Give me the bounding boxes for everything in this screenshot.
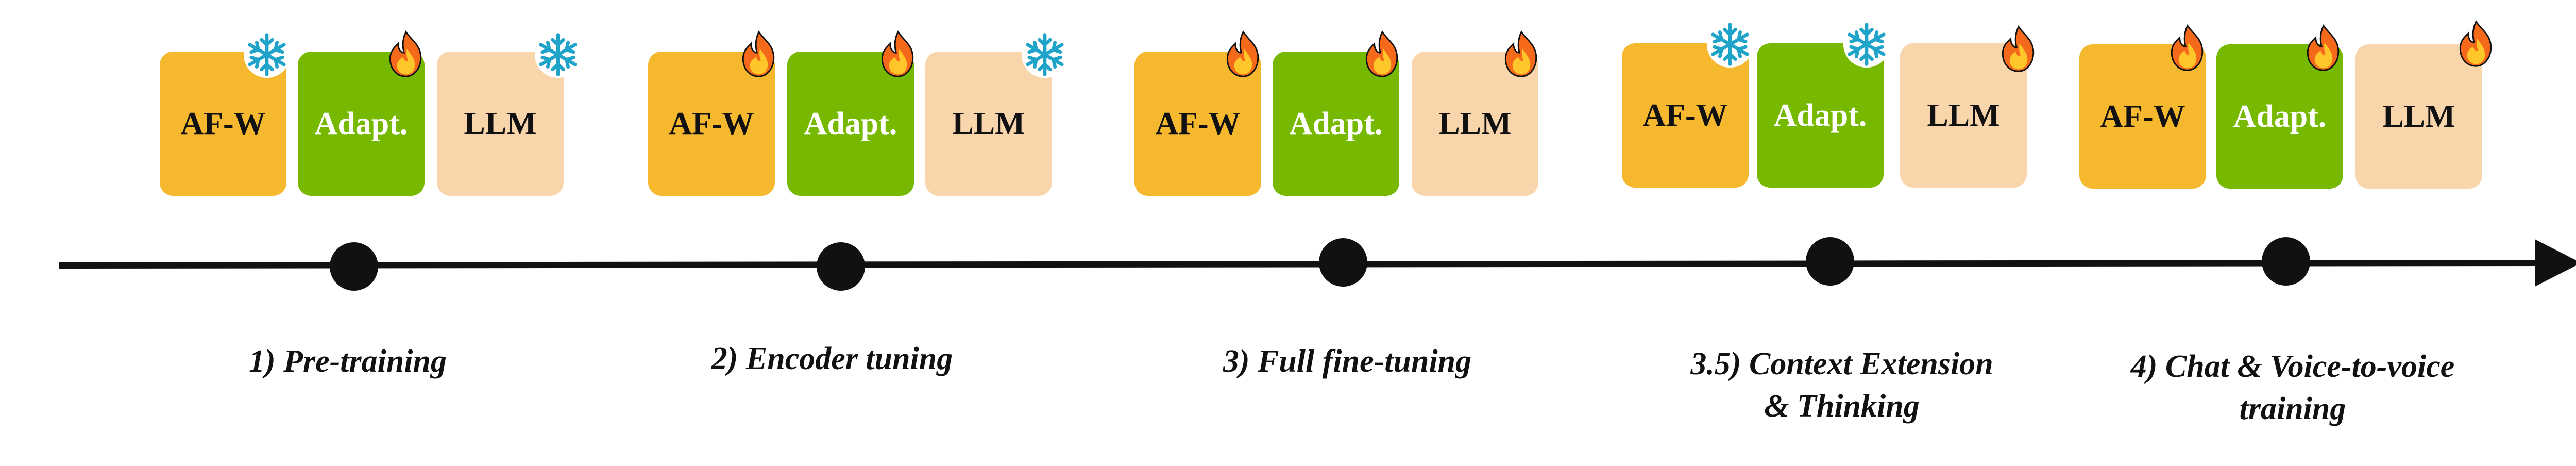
fire-icon (2299, 24, 2348, 73)
fire-icon (2451, 20, 2501, 69)
stage-1-adapter-label: Adapt. (314, 106, 408, 141)
stage-3-llm-label: LLM (1438, 106, 1512, 141)
fire-icon (1358, 30, 1407, 79)
fire-icon (2163, 24, 2212, 73)
stage-3-timeline-marker (1319, 238, 1367, 287)
snowflake-icon (1705, 20, 1755, 69)
stage-2-adapter-label: Adapt. (804, 106, 897, 141)
stage-3-5-adapter-label: Adapt. (1773, 97, 1867, 133)
stage-3-5-timeline-marker (1806, 237, 1854, 286)
stage-1-label: 1) Pre-training (248, 344, 447, 379)
stage-1-timeline-marker (330, 242, 378, 291)
stage-2-llm-box: LLM (925, 52, 1052, 196)
fire-icon (381, 30, 431, 79)
stage-1-llm-label: LLM (464, 106, 537, 141)
stage-3-adapter-label: Adapt. (1289, 106, 1383, 141)
stage-1-af-w-label: AF-W (180, 106, 266, 141)
stage-4-timeline-marker (2262, 237, 2310, 286)
stage-2-llm-label: LLM (952, 106, 1025, 141)
fire-icon (1218, 30, 1268, 79)
snowflake-icon (1020, 30, 1070, 79)
stage-2-af-w-box: AF-W (648, 52, 775, 196)
snowflake-icon (533, 30, 583, 79)
stage-4-adapter-label: Adapt. (2233, 98, 2327, 134)
stage-4-af-w-label: AF-W (2100, 98, 2185, 134)
timeline-line (59, 260, 2551, 269)
stage-3-5-adapter-box: Adapt. (1757, 43, 1884, 188)
stage-3-5-af-w-label: AF-W (1642, 97, 1728, 133)
stage-2-timeline-marker (817, 242, 865, 291)
stage-3-5-llm-label: LLM (1927, 97, 2000, 133)
stage-2-af-w-label: AF-W (669, 106, 754, 141)
stage-1-llm-box: LLM (437, 52, 564, 196)
stage-2-label: 2) Encoder tuning (711, 341, 953, 376)
stage-2-adapter-box: Adapt. (787, 52, 914, 196)
stage-3-5-label: 3.5) Context Extension & Thinking (1690, 346, 1993, 424)
stage-3-label: 3) Full fine-tuning (1223, 344, 1472, 379)
fire-icon (873, 30, 923, 79)
snowflake-icon (242, 30, 292, 79)
stage-4-label: 4) Chat & Voice-to-voice training (2130, 349, 2455, 426)
fire-icon (734, 30, 784, 79)
snowflake-icon (1842, 20, 1891, 69)
fire-icon (1994, 25, 2043, 74)
fire-icon (1497, 30, 1546, 79)
stage-4-llm-box: LLM (2355, 44, 2482, 189)
stage-3-af-w-label: AF-W (1155, 106, 1241, 141)
stage-4-llm-label: LLM (2382, 98, 2455, 134)
stage-3-5-llm-box: LLM (1900, 43, 2027, 188)
timeline-arrowhead (2535, 239, 2576, 287)
